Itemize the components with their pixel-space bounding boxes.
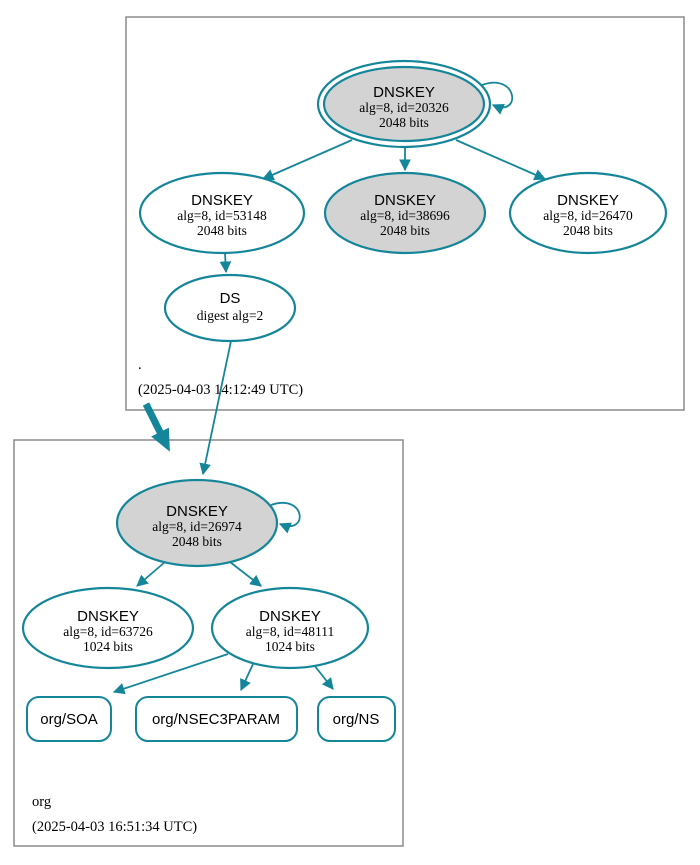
selfloop-ksk20326 bbox=[481, 81, 514, 115]
node-ds: DS digest alg=2 bbox=[163, 273, 297, 343]
node-dnskey-38696-bits: 2048 bits bbox=[380, 223, 430, 238]
node-dnskey-53148: DNSKEY alg=8, id=53148 2048 bits bbox=[138, 171, 306, 255]
node-dnskey-20326-inner-ellipse[interactable] bbox=[322, 65, 486, 143]
node-dnskey-48111-bits: 1024 bits bbox=[265, 639, 315, 654]
node-dnskey-38696-ellipse[interactable] bbox=[323, 171, 487, 255]
edge-48111-to-nsec3param bbox=[240, 663, 254, 692]
node-dnskey-38696-title: DNSKEY bbox=[374, 192, 436, 209]
node-dnskey-20326-bits: 2048 bits bbox=[379, 115, 429, 130]
zone-label-org: org bbox=[32, 794, 51, 810]
node-dnskey-63726: DNSKEY alg=8, id=63726 1024 bits bbox=[21, 586, 195, 670]
node-dnskey-63726-title: DNSKEY bbox=[77, 608, 139, 625]
node-dnskey-26974: DNSKEY alg=8, id=26974 2048 bits bbox=[115, 478, 279, 568]
node-rrset-org-soa-label: org/SOA bbox=[40, 711, 98, 728]
node-rrset-org-ns-rect[interactable] bbox=[317, 696, 396, 742]
node-dnskey-48111-detail: alg=8, id=48111 bbox=[246, 624, 334, 639]
zone-timestamp-org: (2025-04-03 16:51:34 UTC) bbox=[32, 819, 197, 835]
edge-ksk26974-to-48111 bbox=[229, 561, 262, 587]
node-dnskey-26470-bits: 2048 bits bbox=[563, 223, 613, 238]
node-dnskey-26470-ellipse[interactable] bbox=[508, 171, 668, 255]
node-dnskey-26974-ellipse[interactable] bbox=[115, 478, 279, 568]
node-dnskey-53148-ellipse[interactable] bbox=[138, 171, 306, 255]
node-ds-detail: digest alg=2 bbox=[197, 308, 263, 323]
node-dnskey-63726-ellipse[interactable] bbox=[21, 586, 195, 670]
edge-ksk26974-to-63726 bbox=[136, 561, 166, 587]
edge-ds-to-ksk26974 bbox=[199, 340, 232, 476]
node-dnskey-26470-detail: alg=8, id=26470 bbox=[543, 208, 633, 223]
edge-ksk20326-to-26470 bbox=[455, 139, 547, 181]
node-dnskey-63726-bits: 1024 bits bbox=[83, 639, 133, 654]
node-dnskey-53148-title: DNSKEY bbox=[191, 192, 253, 209]
node-dnskey-48111: DNSKEY alg=8, id=48111 1024 bits bbox=[210, 586, 370, 670]
node-rrset-org-ns: org/NS bbox=[317, 696, 396, 742]
node-dnskey-48111-title: DNSKEY bbox=[259, 608, 321, 625]
node-dnskey-38696-detail: alg=8, id=38696 bbox=[360, 208, 450, 223]
edge-delegation-root-to-org bbox=[142, 402, 170, 452]
node-dnskey-26470-title: DNSKEY bbox=[557, 192, 619, 209]
node-dnskey-26470: DNSKEY alg=8, id=26470 2048 bits bbox=[508, 171, 668, 255]
node-rrset-org-nsec3param: org/NSEC3PARAM bbox=[135, 696, 298, 742]
node-dnskey-63726-detail: alg=8, id=63726 bbox=[63, 624, 153, 639]
node-rrset-org-nsec3param-rect[interactable] bbox=[135, 696, 298, 742]
edge-48111-to-soa bbox=[112, 653, 229, 695]
node-dnskey-38696: DNSKEY alg=8, id=38696 2048 bits bbox=[323, 171, 487, 255]
node-dnskey-48111-ellipse[interactable] bbox=[210, 586, 370, 670]
selfloop-ksk26974 bbox=[270, 502, 301, 534]
node-dnskey-53148-detail: alg=8, id=53148 bbox=[177, 208, 267, 223]
node-dnskey-26974-bits: 2048 bits bbox=[172, 534, 222, 549]
node-rrset-org-ns-label: org/NS bbox=[333, 711, 380, 728]
node-rrset-org-nsec3param-label: org/NSEC3PARAM bbox=[152, 711, 280, 728]
node-dnskey-53148-bits: 2048 bits bbox=[197, 223, 247, 238]
node-rrset-org-soa: org/SOA bbox=[26, 696, 112, 742]
edge-53148-to-ds bbox=[219, 252, 232, 274]
node-dnskey-26974-detail: alg=8, id=26974 bbox=[152, 519, 242, 534]
zone-label-root: . bbox=[138, 357, 142, 373]
node-dnskey-20326: DNSKEY alg=8, id=20326 2048 bits bbox=[316, 59, 492, 149]
node-rrset-org-soa-rect[interactable] bbox=[26, 696, 112, 742]
edge-48111-to-ns bbox=[313, 664, 334, 690]
node-dnskey-26974-title: DNSKEY bbox=[166, 503, 228, 520]
edge-ksk20326-to-53148 bbox=[261, 139, 353, 181]
node-ds-ellipse[interactable] bbox=[163, 273, 297, 343]
node-ds-title: DS bbox=[220, 290, 241, 307]
node-dnskey-20326-detail: alg=8, id=20326 bbox=[359, 100, 449, 115]
zone-timestamp-root: (2025-04-03 14:12:49 UTC) bbox=[138, 382, 303, 398]
node-dnskey-20326-title: DNSKEY bbox=[373, 84, 435, 101]
